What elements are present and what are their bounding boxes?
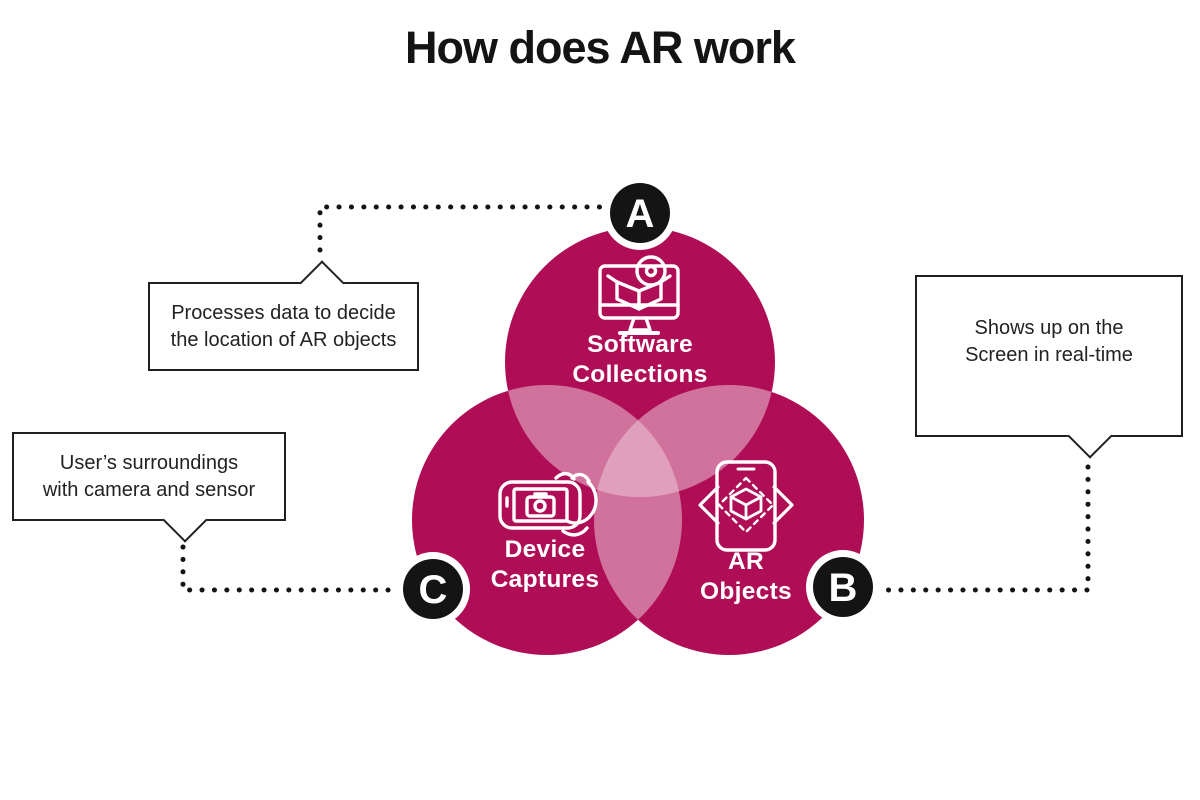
badge-a: A bbox=[603, 176, 677, 250]
overlap-bottom bbox=[594, 385, 682, 655]
circle-ar bbox=[594, 385, 864, 655]
callout-shows-realtime-text: Shows up on the Screen in real-time bbox=[965, 317, 1133, 366]
circle-label-software-collections: Software Collections bbox=[572, 331, 708, 389]
badge-a-circle bbox=[610, 183, 670, 243]
badge-c-circle bbox=[403, 559, 463, 619]
callout-processes-data-text: Processes data to decide the location of… bbox=[170, 301, 397, 351]
overlap-center bbox=[594, 385, 682, 497]
circle-label-device-captures: Device Captures bbox=[490, 536, 600, 594]
dotted-connectors bbox=[180, 204, 1091, 593]
callout-user-surroundings: User’s surroundings with camera and sens… bbox=[12, 432, 286, 543]
overlap-top-right bbox=[594, 385, 775, 497]
ar-phone-icon bbox=[698, 460, 794, 552]
badge-b: B bbox=[806, 550, 880, 624]
badge-b-letter: B bbox=[829, 566, 858, 610]
badge-c: C bbox=[396, 552, 470, 626]
connector-a bbox=[317, 204, 603, 253]
device-camera-icon bbox=[498, 471, 598, 537]
software-monitor-icon bbox=[598, 255, 680, 335]
connector-c bbox=[180, 544, 397, 593]
callout-shows-realtime: Shows up on the Screen in real-time bbox=[915, 275, 1183, 459]
circle-label-ar-objects: AR Objects bbox=[700, 548, 792, 606]
badge-b-circle bbox=[813, 557, 873, 617]
badge-c-letter: C bbox=[419, 568, 448, 612]
callout-user-surroundings-text: User’s surroundings with camera and sens… bbox=[42, 451, 256, 501]
venn-circles bbox=[412, 227, 864, 655]
connector-b bbox=[879, 464, 1091, 593]
overlap-top-left bbox=[505, 385, 682, 497]
badge-a-letter: A bbox=[626, 192, 655, 236]
callout-processes-data: Processes data to decide the location of… bbox=[148, 260, 419, 371]
badges: A C B bbox=[396, 176, 880, 626]
page-title: How does AR work bbox=[405, 22, 796, 73]
